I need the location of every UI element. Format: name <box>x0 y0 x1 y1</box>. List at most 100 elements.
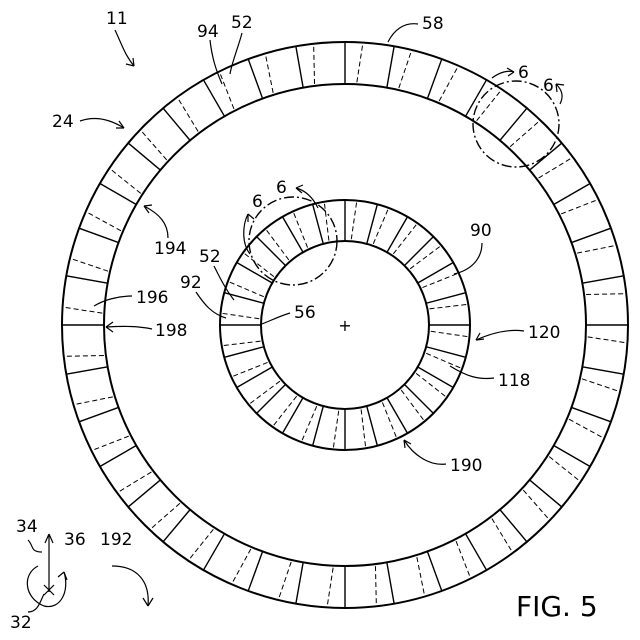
leader-198 <box>106 326 152 329</box>
outer-segment-dashed-line <box>586 294 624 295</box>
label-56: 56 <box>294 303 316 323</box>
arrowhead-194 <box>144 205 152 213</box>
outer-segment-divider <box>554 184 590 205</box>
inner-segment-divider <box>283 398 304 434</box>
inner-segment-divider <box>426 293 466 304</box>
label-52-inner: 52 <box>199 247 221 267</box>
outer-segment-dashed-line <box>417 557 424 594</box>
outer-segment-dashed-line <box>456 541 470 577</box>
rotation-192-curve <box>112 566 148 606</box>
leader-196 <box>94 296 132 306</box>
outer-segment-divider <box>100 446 136 467</box>
inner-segment-dashed-line <box>324 204 328 241</box>
inner-segment-divider <box>367 406 378 446</box>
reference-labels: 11 94 52 58 6 6 24 6 6 90 194 52 92 196 … <box>10 9 560 633</box>
inner-segment-divider <box>387 398 408 434</box>
label-6-d: 6 <box>276 178 287 198</box>
coordinate-symbol <box>27 534 153 612</box>
inner-segment-dashed-line <box>416 373 445 396</box>
outer-segment-dashed-line <box>439 68 457 101</box>
outer-segment-dashed-line <box>399 52 411 88</box>
label-6-b: 6 <box>543 76 554 96</box>
label-34: 34 <box>16 517 38 537</box>
label-24: 24 <box>52 112 74 132</box>
inner-segment-dashed-line <box>431 331 468 336</box>
outer-segment-dashed-line <box>111 169 141 193</box>
inner-segment-divider <box>237 367 273 388</box>
arrowhead-190 <box>404 440 411 448</box>
label-190: 190 <box>450 456 482 476</box>
outer-segment-divider <box>248 551 262 590</box>
inner-segment-divider <box>426 347 466 358</box>
outer-segment-dashed-line <box>279 562 291 598</box>
outer-segment-divider <box>500 510 527 542</box>
label-90: 90 <box>470 221 492 241</box>
outer-segment-dashed-line <box>577 246 614 253</box>
label-118: 118 <box>498 371 530 391</box>
outer-segment-dashed-line <box>233 549 251 582</box>
outer-segment-divider <box>204 80 225 116</box>
inner-segment-dashed-line <box>361 409 365 446</box>
leader-94 <box>210 40 222 84</box>
outer-segment-divider <box>427 59 441 98</box>
leader-58 <box>388 24 418 42</box>
label-120: 120 <box>528 323 560 343</box>
outer-segment-divider <box>387 562 394 603</box>
leader-56 <box>262 313 290 324</box>
outer-segment-divider <box>66 276 107 283</box>
inner-segment-dashed-line <box>351 203 356 240</box>
outer-segment-divider <box>571 228 610 242</box>
inner-segment-dashed-line <box>410 247 440 269</box>
outer-segment-dashed-line <box>66 355 104 356</box>
inner-segment-dashed-line <box>267 230 289 260</box>
outer-segment-dashed-line <box>539 158 572 178</box>
outer-segment-dashed-line <box>151 503 180 528</box>
inner-segment-divider <box>283 217 304 253</box>
inner-segment-divider <box>313 204 324 244</box>
outer-segment-dashed-line <box>492 519 512 552</box>
label-6-c: 6 <box>252 192 263 212</box>
label-92: 92 <box>180 273 202 293</box>
inner-segment-dashed-line <box>224 341 261 345</box>
outer-segment-dashed-line <box>561 200 597 214</box>
outer-segment-dashed-line <box>357 45 363 83</box>
outer-segment-divider <box>530 143 562 170</box>
inner-segment-dashed-line <box>429 304 466 308</box>
outer-segment-dashed-line <box>327 568 333 606</box>
inner-segment-divider <box>313 406 324 446</box>
leader-24 <box>80 118 124 128</box>
label-192: 192 <box>100 530 132 550</box>
label-32: 32 <box>10 613 32 633</box>
leader-90 <box>454 243 482 274</box>
outer-segment-divider <box>466 534 487 570</box>
outer-segment-divider <box>582 367 623 374</box>
label-194: 194 <box>154 239 186 259</box>
inner-segment-dashed-line <box>294 213 308 247</box>
outer-segment-dashed-line <box>189 529 213 559</box>
label-196: 196 <box>136 288 168 308</box>
inner-segment-dashed-line <box>422 274 456 288</box>
leader-32 <box>28 594 44 612</box>
outer-segment-dashed-line <box>119 472 152 492</box>
figure-caption: FIG. 5 <box>516 590 598 623</box>
outer-segment-divider <box>128 480 160 507</box>
outer-segment-dashed-line <box>582 379 618 391</box>
outer-segment-dashed-line <box>569 419 602 437</box>
inner-segment-divider <box>237 263 273 284</box>
outer-segment-divider <box>582 276 623 283</box>
outer-segment-divider <box>466 80 487 116</box>
outer-segment-dashed-line <box>75 397 112 404</box>
outer-segment-divider <box>79 407 118 421</box>
outer-segment-dashed-line <box>549 457 579 481</box>
leader-118 <box>450 366 494 379</box>
inner-segment-divider <box>257 237 286 266</box>
outer-segment-dashed-line <box>523 490 548 519</box>
outer-segment-divider <box>66 367 107 374</box>
outer-segment-dashed-line <box>65 307 103 313</box>
inner-segment-dashed-line <box>233 362 267 376</box>
inner-segment-dashed-line <box>302 406 317 440</box>
outer-segment-dashed-line <box>72 259 108 271</box>
rotation-36-curve <box>27 566 65 607</box>
arrowhead-6-c <box>248 214 254 222</box>
